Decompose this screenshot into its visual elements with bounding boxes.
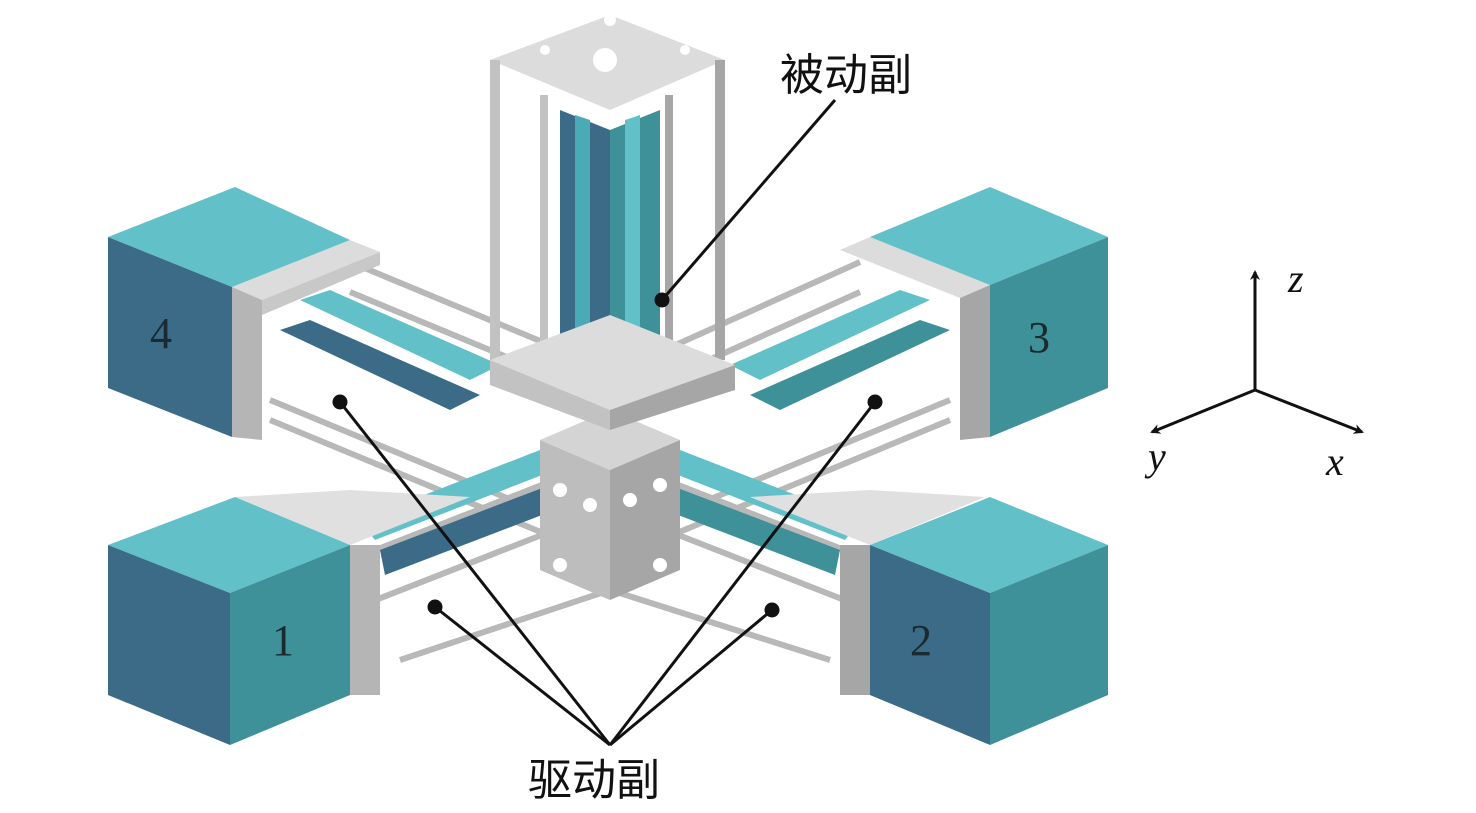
- z-axis-label: z: [1287, 256, 1304, 301]
- cube-4: 4: [108, 187, 350, 437]
- passive-module: [490, 14, 735, 430]
- x-axis-arrow: [1254, 388, 1364, 434]
- x-axis-label: x: [1325, 439, 1344, 484]
- leader-lines: [332, 99, 883, 747]
- frames: [232, 237, 990, 695]
- coordinate-axes: [1150, 270, 1364, 434]
- y-axis-arrow: [1150, 388, 1256, 434]
- module-number-4: 4: [150, 309, 172, 358]
- cube-2: 2: [870, 497, 1108, 745]
- y-axis-label: y: [1144, 434, 1166, 479]
- module-number-1: 1: [272, 616, 294, 665]
- passive-pair-label: 被动副: [780, 50, 912, 101]
- active-pair-label: 驱动副: [528, 755, 660, 806]
- module-number-3: 3: [1028, 313, 1050, 362]
- cube-1: 1: [108, 497, 350, 745]
- central-hub: [540, 410, 680, 600]
- module-number-2: 2: [910, 616, 932, 665]
- cube-3: 3: [870, 187, 1108, 437]
- active-sliders: [280, 290, 950, 575]
- rods: [268, 259, 952, 663]
